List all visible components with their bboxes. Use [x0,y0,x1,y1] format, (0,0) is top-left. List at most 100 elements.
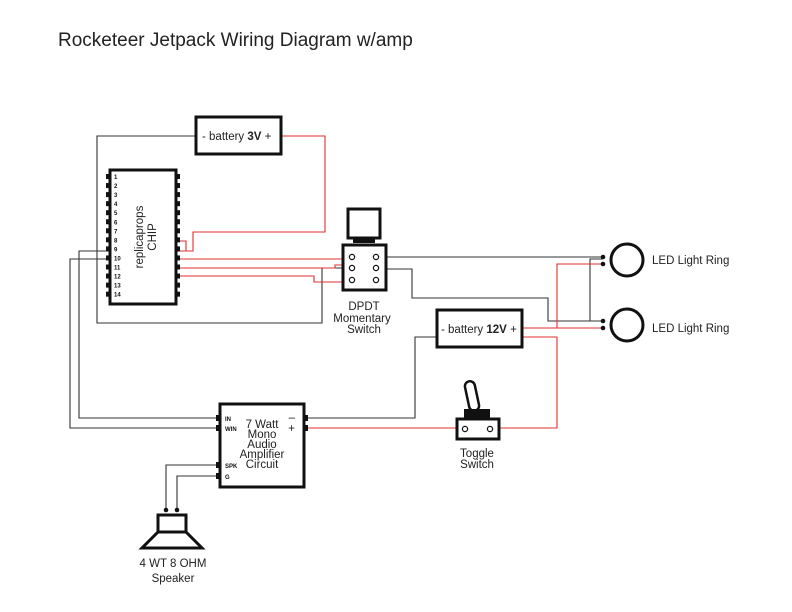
dpdt-terminal [372,253,380,261]
wire-chip-pin11 [176,264,347,269]
chip-pin-number: 8 [114,238,118,244]
led-ring-2-label: LED Light Ring [652,323,729,335]
dpdt-button [346,207,382,240]
amp-pin [303,415,308,421]
chip-pin-number: 12 [114,275,121,281]
chip-pin-number: 3 [114,193,118,199]
battery-3v-label: - battery 3V + [202,131,272,143]
dpdt-label-line3: Switch [347,324,381,336]
wire-speaker-g [176,475,220,512]
chip-pin-left [106,246,111,252]
amp-pin [303,425,308,431]
speaker: 4 WT 8 OHM Speaker [138,507,207,585]
battery-3v: - battery 3V + [194,115,283,156]
dpdt-label-line2: Momentary [333,313,391,325]
chip-pin-number: 11 [114,266,121,272]
speaker-label-line2: Speaker [152,573,195,585]
led-ring-1-terminal [600,261,606,267]
led-ring-2-terminal [600,325,606,331]
amplifier: IN WIN SPK G – + 7 Watt Mono Audio Ampli… [216,402,308,489]
amp-pin-g-label: G [225,475,230,481]
amp-label-line4: Amplifier [240,449,285,461]
amplifier-body [218,402,306,489]
chip-pin-right [175,183,180,189]
battery-12v-label: - battery 12V + [441,324,517,336]
toggle-lever [463,379,481,413]
chip-pin-number: 7 [114,229,118,235]
chip-pin-right [175,201,180,207]
amp-pin [216,425,221,431]
amp-pin [216,473,221,479]
chip-pin-number: 14 [114,293,121,299]
chip-pin-number: 4 [114,202,118,208]
chip-pin-left [106,255,111,261]
amp-label-line3: Audio [247,439,276,451]
dpdt-terminal [348,253,356,261]
dpdt-terminal [348,264,356,272]
chip-pin-left [106,219,111,225]
amp-label-line5: Circuit [246,459,279,471]
chip-pin-left [106,237,111,243]
chip-pin-number: 1 [114,175,118,181]
chip-pin-number: 5 [114,211,118,217]
wire-3v-positive [176,135,326,252]
amp-pin [216,415,221,421]
dpdt-button-base [353,237,375,243]
led-ring-1-terminal [600,254,606,260]
toggle-body [455,417,501,441]
chip-pin-number: 9 [114,247,118,253]
speaker-label-line1: 4 WT 8 OHM [140,558,207,570]
wire-chip-pin9 [78,250,220,419]
chip-pin-left [106,273,111,279]
speaker-terminal [163,507,169,513]
amp-pin [216,462,221,468]
wire-12v-led1 [521,263,603,329]
chip-pin-right [175,219,180,225]
toggle-terminal [486,425,494,433]
chip-pin-left [106,291,111,297]
wires [69,135,603,512]
wire-led1-led2 [589,258,603,321]
led-ring-1-label: LED Light Ring [652,255,729,267]
led-ring-2: LED Light Ring [600,307,729,343]
amp-label-line1: 7 Watt [246,419,280,431]
chip-pin-number: 6 [114,220,118,226]
chip-pin-left [106,228,111,234]
chip-pin-left [106,282,111,288]
chip-pin-left [106,174,111,179]
diagram-title: Rocketeer Jetpack Wiring Diagram w/amp [58,30,413,51]
led-ring-2-circle [609,307,645,343]
dpdt-terminal [372,264,380,272]
toggle-terminal [461,425,469,433]
wire-12v-positive [494,336,558,429]
speaker-magnet [156,513,188,534]
wire-12v-negative [303,336,437,419]
chip-pin-number: 13 [114,284,121,290]
led-ring-1-circle [609,242,645,278]
chip-pin-right [175,291,180,297]
chip-pin-number: 2 [114,184,118,190]
chip-pin-right [175,273,180,279]
chip-pin-right [175,228,180,234]
amp-plus-label: + [288,423,295,435]
toggle-nut [464,409,490,419]
amp-pin-spk-label: SPK [225,464,238,470]
speaker-terminal [174,507,180,513]
chip-pin-right [175,246,180,252]
chip-pin-right [175,237,180,243]
toggle-label-line1: Toggle [460,448,494,460]
chip-pin-left [106,183,111,189]
chip-pin-right [175,192,180,198]
chip-pin-right [175,264,180,270]
dpdt-terminal [372,276,380,284]
chip-pin-right [175,255,180,261]
led-ring-1: LED Light Ring [600,242,729,278]
toggle-label-line2: Switch [460,459,494,471]
chip-pin-left [106,201,111,207]
dpdt-terminal [348,276,356,284]
amp-pin-in-label: IN [225,417,231,423]
chip-pin-right [175,174,180,179]
